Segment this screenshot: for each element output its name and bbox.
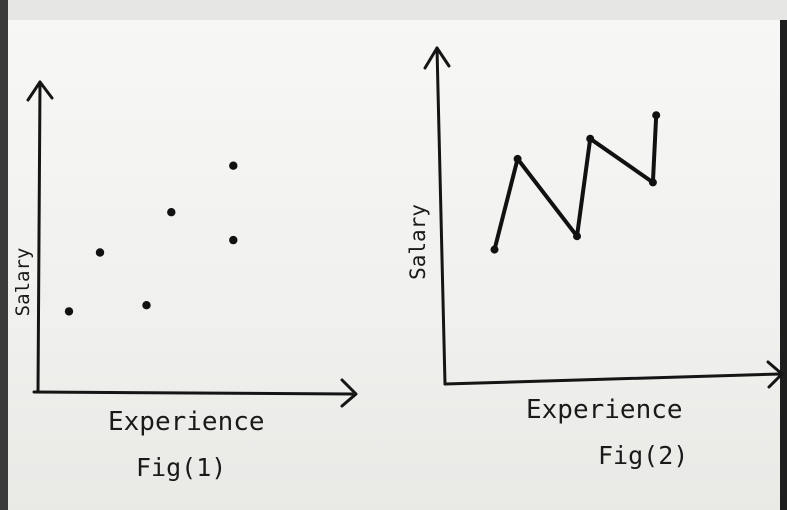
fig1-point-3 bbox=[167, 208, 176, 217]
fig2-point-5 bbox=[652, 111, 661, 120]
fig2-point-4 bbox=[648, 178, 657, 187]
fig2-caption: Fig(2) bbox=[598, 441, 688, 470]
fig2-point-3 bbox=[586, 134, 595, 143]
fig2-point-1 bbox=[513, 154, 522, 163]
fig1-point-4 bbox=[229, 235, 238, 245]
fig1-point-2 bbox=[142, 301, 151, 310]
fig1-point-0 bbox=[64, 307, 74, 316]
fig2-line bbox=[492, 113, 659, 252]
fig1-x-axis bbox=[32, 390, 354, 396]
fig2-x-axis bbox=[443, 372, 782, 386]
fig1-y-axis bbox=[36, 80, 42, 394]
fig2-xlabel: Experience bbox=[526, 395, 683, 425]
fig1-points bbox=[64, 161, 238, 316]
fig2-axes bbox=[423, 46, 784, 389]
photo-background bbox=[8, 0, 787, 20]
fig1-x-arrowhead bbox=[340, 378, 358, 408]
fig1-xlabel: Experience bbox=[108, 407, 265, 437]
fig1-axes bbox=[26, 80, 358, 408]
fig1-caption: Fig(1) bbox=[136, 453, 226, 482]
fig2-x-arrowhead bbox=[766, 360, 784, 389]
left-edge-border bbox=[0, 0, 8, 510]
right-edge-border bbox=[780, 20, 787, 510]
fig2-ylabel: Salary bbox=[406, 204, 430, 280]
fig1-ylabel: Salary bbox=[12, 248, 34, 317]
fig2-y-axis bbox=[435, 46, 447, 386]
fig1-y-arrowhead bbox=[26, 80, 54, 102]
fig2-point-0 bbox=[490, 245, 499, 254]
fig1-point-5 bbox=[229, 161, 238, 170]
fig2-y-arrowhead bbox=[423, 46, 451, 70]
fig2-series bbox=[490, 111, 661, 254]
paper-sheet bbox=[8, 20, 780, 510]
fig1-point-1 bbox=[95, 248, 105, 257]
fig2-point-2 bbox=[573, 232, 581, 241]
